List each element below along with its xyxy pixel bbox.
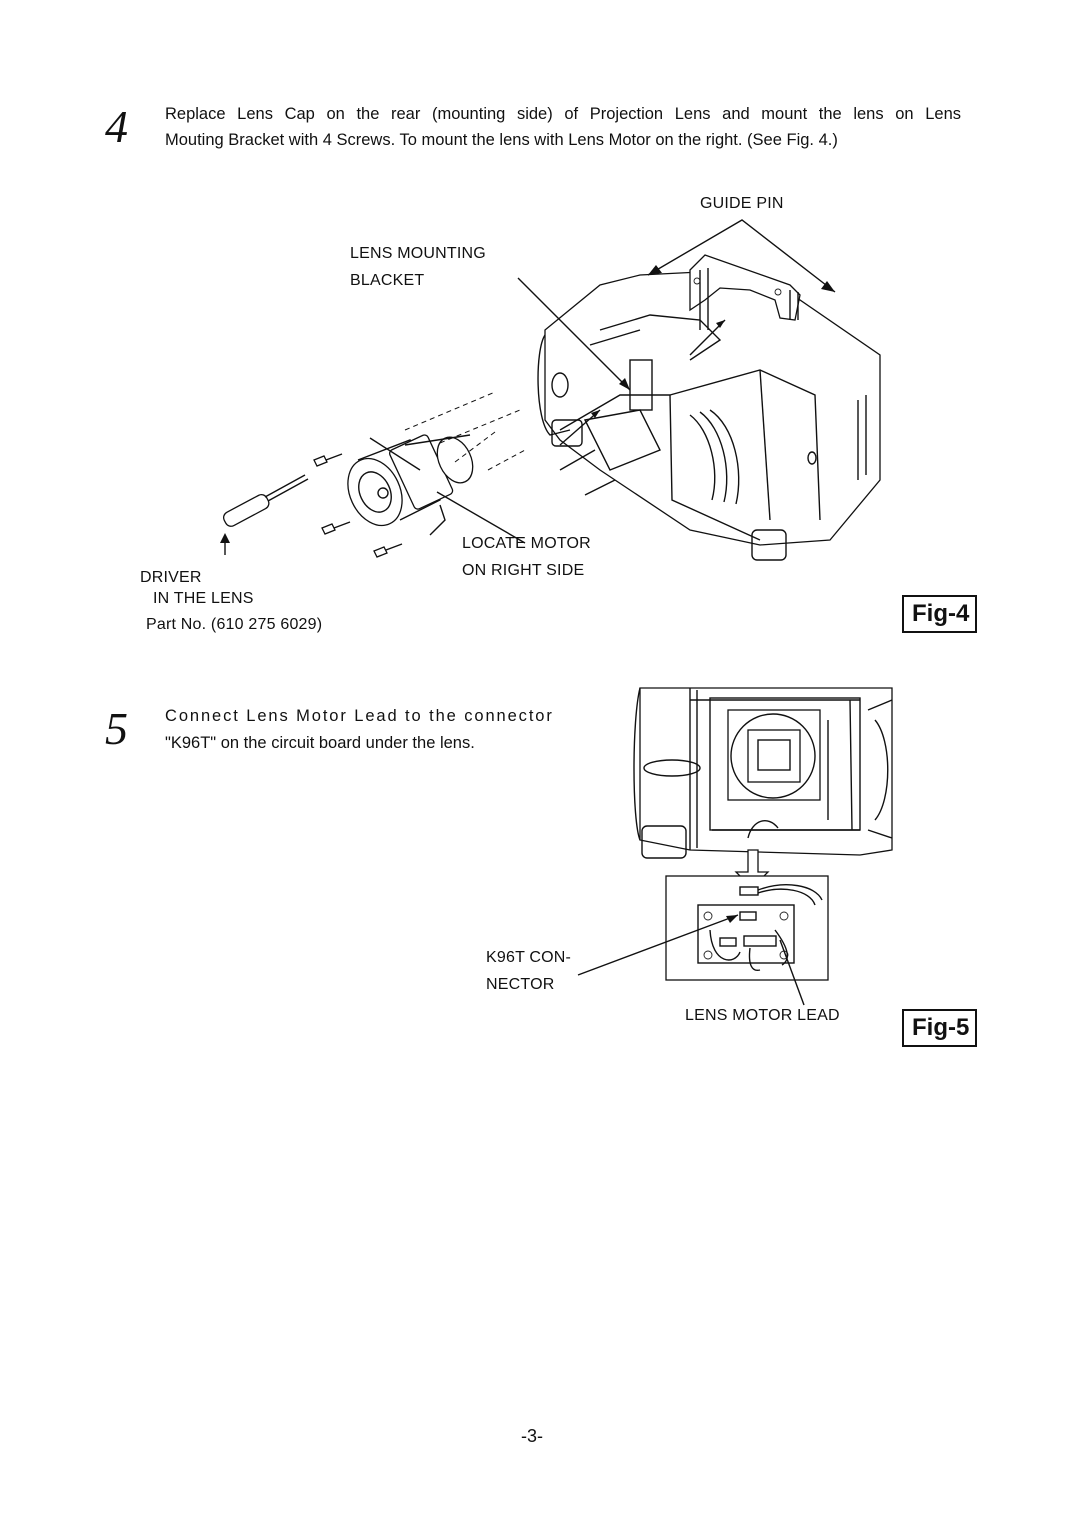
k96t-callout-line (577, 914, 739, 976)
screws-illustration (313, 453, 403, 558)
guide-pin-label: GUIDE PIN (700, 195, 784, 212)
step-5-line-2: "K96T" on the circuit board under the le… (165, 734, 475, 752)
motor-lead-callout-line (779, 939, 805, 1006)
projection-lens-illustration (347, 434, 474, 536)
lens-motor-lead-label: LENS MOTOR LEAD (685, 1007, 840, 1024)
page-number: -3- (521, 1426, 543, 1446)
fig-5-label: Fig-5 (902, 1009, 978, 1047)
projector-front-illustration (633, 687, 893, 859)
driver-label-line-1: DRIVER (140, 569, 202, 586)
driver-label-line-2: IN THE LENS (153, 590, 254, 607)
alignment-guides (404, 391, 526, 471)
step-4-line-2: Mouting Bracket with 4 Screws. To mount … (165, 131, 838, 149)
projector-illustration (537, 271, 881, 561)
lens-mounting-label-line-1: LENS MOUNTING (350, 245, 486, 262)
circuit-board-illustration (665, 875, 829, 981)
step-5-number: 5 (105, 703, 128, 754)
step-4-number: 4 (105, 101, 128, 152)
lens-mounting-label-line-2: BLACKET (350, 272, 425, 289)
k96t-connector-label-line-1: K96T CON- (486, 949, 572, 966)
locate-motor-label-line-1: LOCATE MOTOR (462, 535, 591, 552)
arrow-heads (220, 265, 835, 543)
fig-4-illustration (220, 219, 881, 561)
part-number-label: Part No. (610 275 6029) (146, 616, 323, 633)
fig-5-illustration (577, 687, 893, 1006)
fig-4-label: Fig-4 (902, 595, 978, 633)
step-5-line-1: Connect Lens Motor Lead to the connector (165, 707, 554, 725)
locate-motor-label-line-2: ON RIGHT SIDE (462, 562, 585, 579)
k96t-connector-label-line-2: NECTOR (486, 976, 555, 993)
callout-lines (224, 219, 836, 555)
lens-mounting-bracket (689, 254, 801, 330)
step-4-line-1: Replace Lens Cap on the rear (mounting s… (165, 105, 961, 123)
screwdriver-illustration (222, 474, 309, 527)
